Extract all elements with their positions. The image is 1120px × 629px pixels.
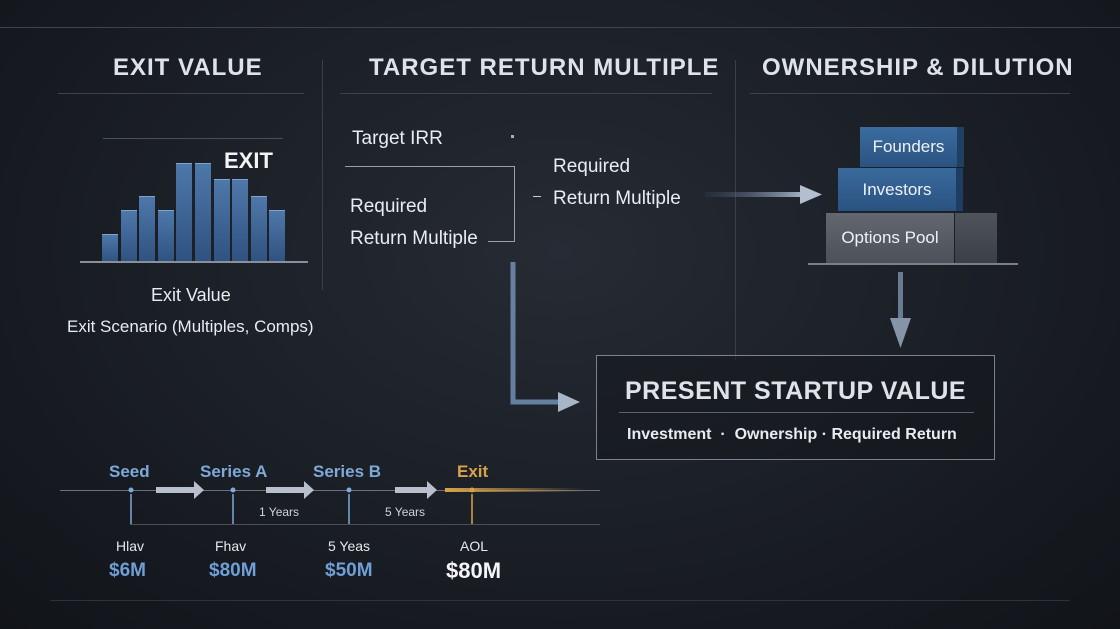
exit-bar	[139, 196, 156, 262]
target-return-underline	[340, 93, 712, 94]
section-divider-1	[322, 60, 323, 290]
stage-seed: Seed	[109, 462, 150, 481]
top-divider	[0, 27, 1120, 28]
seed-sub: Hlav	[116, 538, 145, 554]
exit-bar	[250, 196, 267, 262]
timeline-arrowhead-1	[194, 481, 204, 499]
exit-value-title: EXIT VALUE	[113, 54, 263, 81]
required-left-line2: Return Multiple	[350, 228, 478, 249]
arrow-to-present-value	[510, 262, 580, 412]
exit-bar	[269, 210, 286, 262]
series-b-dot	[346, 487, 352, 493]
series-a-sub: Fhav	[215, 538, 247, 554]
stage-exit: Exit	[457, 462, 489, 481]
required-left-line1: Required	[350, 196, 428, 217]
seed-value: $6M	[109, 560, 146, 581]
exit-value-amount: $80M	[446, 558, 502, 583]
ownership-underline	[750, 93, 1070, 94]
ownership-title: OWNERSHIP & DILUTION	[762, 54, 1074, 81]
stage-series-a: Series A	[200, 462, 268, 481]
arrow-to-ownership	[705, 185, 822, 204]
timeline-arrowhead-3	[427, 481, 437, 499]
irr-underline	[345, 166, 515, 167]
exit-bar	[102, 234, 118, 262]
bracket-line	[514, 166, 515, 242]
exit-bar	[157, 210, 174, 262]
stage-series-b: Series B	[313, 462, 382, 481]
investors-block: Investors	[838, 168, 963, 211]
exit-bar	[213, 179, 230, 262]
bracket-foot	[488, 241, 515, 242]
section-divider-2	[735, 60, 736, 360]
target-irr-label: Target IRR	[352, 128, 443, 149]
series-a-value: $80M	[209, 560, 257, 581]
exit-value-label: Exit Value	[151, 285, 231, 305]
series-b-sub: 5 Yeas	[328, 538, 371, 554]
arrow-ownership-down	[890, 272, 911, 348]
timeline-arrow-2	[266, 487, 306, 493]
exit-sub: AOL	[460, 538, 489, 554]
options-pool-block: Options Pool	[826, 213, 954, 263]
timeline-arrow-1	[156, 487, 196, 493]
present-value-box: PRESENT STARTUP VALUE Investment · Owner…	[596, 355, 995, 460]
chart-baseline	[80, 261, 308, 263]
present-value-divider	[619, 412, 974, 413]
founders-block: Founders	[860, 127, 964, 167]
present-value-title: PRESENT STARTUP VALUE	[625, 377, 967, 405]
duration-1: 1 Years	[259, 505, 300, 519]
options-pool-side	[955, 213, 997, 263]
target-return-title: TARGET RETURN MULTIPLE	[369, 54, 720, 81]
timeline-exit-glow	[445, 488, 585, 492]
exit-bar	[120, 210, 137, 262]
exit-bar	[176, 163, 193, 262]
investors-label: Investors	[862, 179, 932, 199]
exit-tag: EXIT	[224, 148, 273, 173]
series-b-value: $50M	[325, 560, 373, 581]
duration-2: 5 Years	[385, 505, 426, 519]
exit-scenario-label: Exit Scenario (Multiples, Comps)	[67, 317, 314, 336]
timeline-lower-rule	[130, 524, 600, 525]
dot-marker	[511, 135, 514, 138]
founders-label: Founders	[872, 137, 945, 156]
exit-bar	[195, 163, 211, 262]
bottom-divider	[50, 600, 1070, 601]
timeline-arrowhead-2	[304, 481, 314, 499]
series-a-dot	[230, 487, 236, 493]
exit-dot	[469, 487, 475, 493]
options-pool-label: Options Pool	[841, 228, 939, 247]
exit-value-underline	[58, 93, 304, 94]
timeline-arrow-3	[395, 487, 429, 493]
exit-bar	[232, 179, 249, 262]
present-value-subtitle: Investment · Ownership · Required Return	[627, 426, 957, 443]
stack-baseline	[808, 263, 1018, 265]
timeline-axis	[60, 490, 600, 491]
chart-top-rule	[103, 138, 283, 139]
required-right-line2: Return Multiple	[553, 188, 681, 209]
seed-dot	[128, 487, 134, 493]
required-right-line1: Required	[553, 156, 631, 177]
dash-marker	[533, 196, 541, 197]
